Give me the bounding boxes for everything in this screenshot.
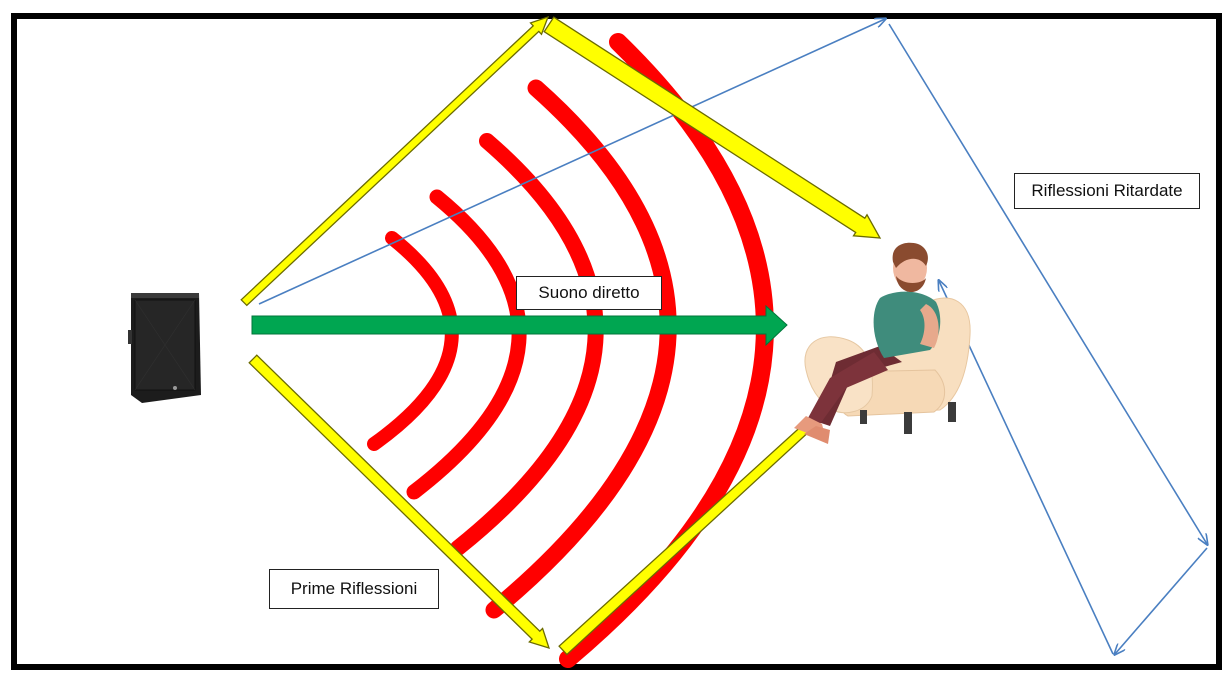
early-reflections-label: Prime Riflessioni <box>269 569 439 609</box>
sound-wave-2 <box>406 189 527 500</box>
sound-wave-4 <box>485 79 677 619</box>
direct-sound-label: Suono diretto <box>516 276 662 310</box>
loudspeaker-icon <box>128 293 201 403</box>
early-reflection-arrow-up <box>240 15 550 307</box>
early-reflection-arrow-down <box>248 354 551 649</box>
person-in-armchair-icon <box>794 242 971 444</box>
late-reflections-label: Riflessioni Ritardate <box>1014 173 1200 209</box>
late-reflection-ray-2 <box>888 23 1207 544</box>
late-reflection-ray-1 <box>258 19 885 305</box>
early-reflection-arrow-to-listener-top <box>543 16 882 239</box>
direct-sound-arrow <box>251 304 788 347</box>
sound-wave-1 <box>367 231 459 451</box>
sound-wave-3 <box>450 133 604 556</box>
room-frame <box>11 13 1222 670</box>
late-reflection-ray-3 <box>1115 547 1208 654</box>
